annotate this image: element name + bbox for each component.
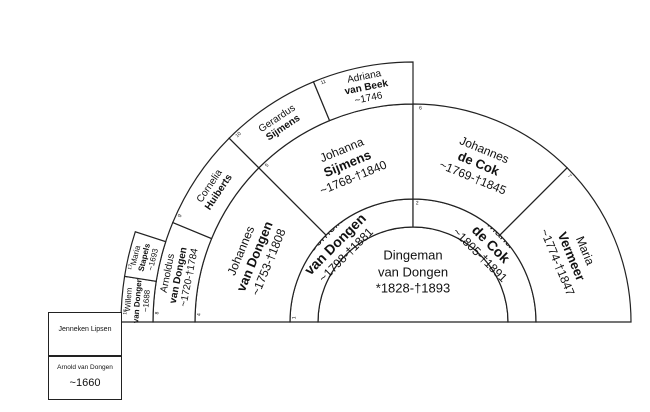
root-dates: *1828-†1893: [376, 280, 450, 295]
generation2-1-code: 5: [264, 162, 270, 168]
generation3-2-code: 10: [235, 131, 243, 139]
root-name-line1: Dingeman: [383, 247, 442, 262]
generation4-1-code: 17: [127, 264, 134, 271]
generation4-0-code: 16: [122, 309, 128, 315]
generation4-0-surname: van Dongen: [131, 277, 144, 323]
generation4-1-cell: [123, 231, 167, 283]
ancestor-box-32: Arnold van Dongen ~1660: [48, 356, 122, 400]
generation4-0-dates: ~1688: [141, 289, 152, 313]
generation3-3-cell: [312, 61, 414, 122]
generation3-1-code: 9: [177, 213, 184, 218]
root-name-line2: van Dongen: [378, 264, 448, 279]
generation2-0-code: 4: [196, 313, 202, 316]
generation4-0-given: Willem: [123, 287, 134, 312]
generation2-2-code: 6: [419, 105, 422, 111]
ancestor-box-33: Jenneken Lipsen: [48, 312, 122, 356]
ancestor-name-33: Jenneken Lipsen: [58, 326, 112, 333]
generation1-1-code: 2: [416, 200, 419, 206]
ancestor-name-32: Arnold van Dongen: [57, 364, 113, 371]
generation3-3-dates: ~1746: [354, 90, 384, 106]
generation2-3-code: 7: [566, 173, 572, 179]
ancestor-dates-32: ~1660: [69, 377, 101, 389]
generation2-3-cell: [499, 167, 632, 323]
generation3-0-code: 8: [154, 311, 160, 314]
generation1-0-code: 1: [291, 316, 297, 319]
generation3-3-code: 11: [320, 79, 327, 87]
